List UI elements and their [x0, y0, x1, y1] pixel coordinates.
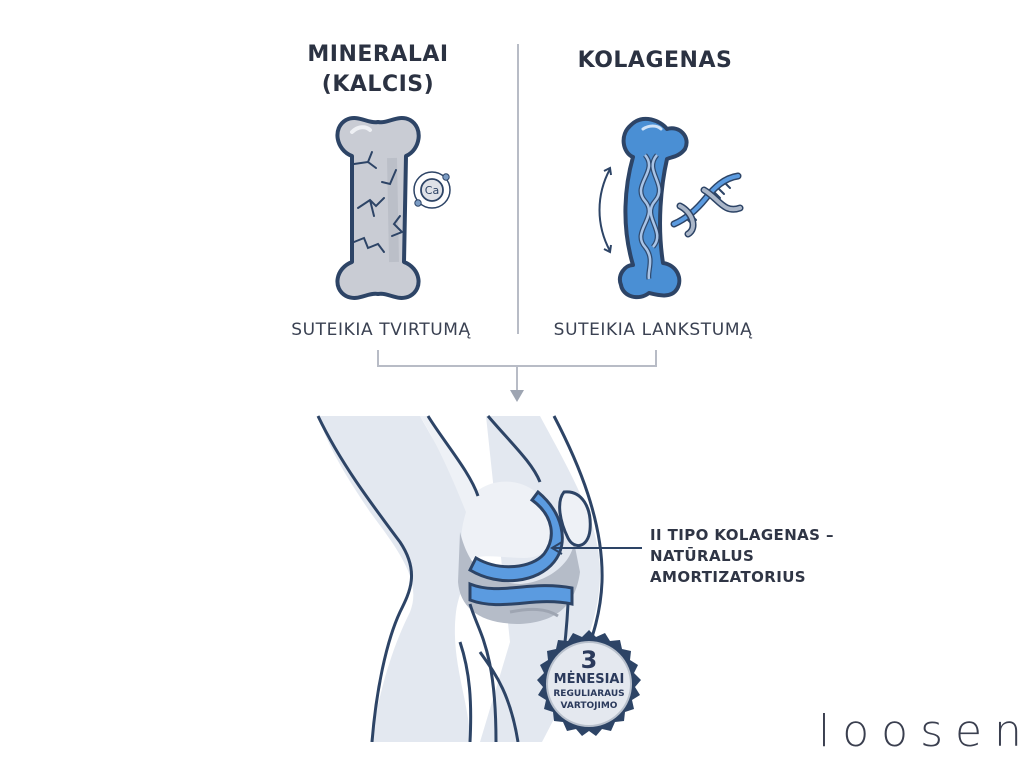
minerals-title-line1: MINERALAI [307, 42, 449, 67]
brand-logo: loosen [818, 706, 1024, 757]
flex-arrow-icon [592, 165, 616, 255]
annotation-line1: II TIPO KOLAGENAS – [650, 526, 834, 544]
collagen-title: KOLAGENAS [577, 48, 733, 73]
vertical-divider [517, 44, 519, 334]
merge-connector-arrow [370, 348, 670, 408]
flexibility-caption: SUTEIKIA LANKSTUMĄ [553, 320, 753, 340]
cracked-bone-icon [328, 112, 428, 302]
annotation-arrow [548, 540, 644, 556]
strength-caption: SUTEIKIA TVIRTUMĄ [291, 320, 471, 340]
minerals-title: MINERALAI (KALCIS) [278, 40, 478, 100]
three-months-badge: 3 MĖNESIAI REGULIARAUS VARTOJIMO [532, 628, 646, 742]
annotation-line2: NATŪRALUS [650, 547, 755, 565]
calcium-atom-icon: Ca [410, 165, 454, 215]
minerals-title-line2: (KALCIS) [321, 72, 435, 97]
annotation-line3: AMORTIZATORIUS [650, 568, 806, 586]
svg-text:Ca: Ca [425, 184, 439, 197]
badge-number: 3 [580, 646, 598, 674]
badge-line3: VARTOJIMO [560, 701, 618, 711]
flexible-collagen-bone-icon [595, 115, 705, 305]
badge-line1: MĖNESIAI [553, 672, 625, 687]
collagen-type2-annotation: II TIPO KOLAGENAS – NATŪRALUS AMORTIZATO… [650, 525, 834, 588]
dna-helix-icon [668, 168, 746, 238]
badge-line2: REGULIARAUS [553, 689, 625, 699]
